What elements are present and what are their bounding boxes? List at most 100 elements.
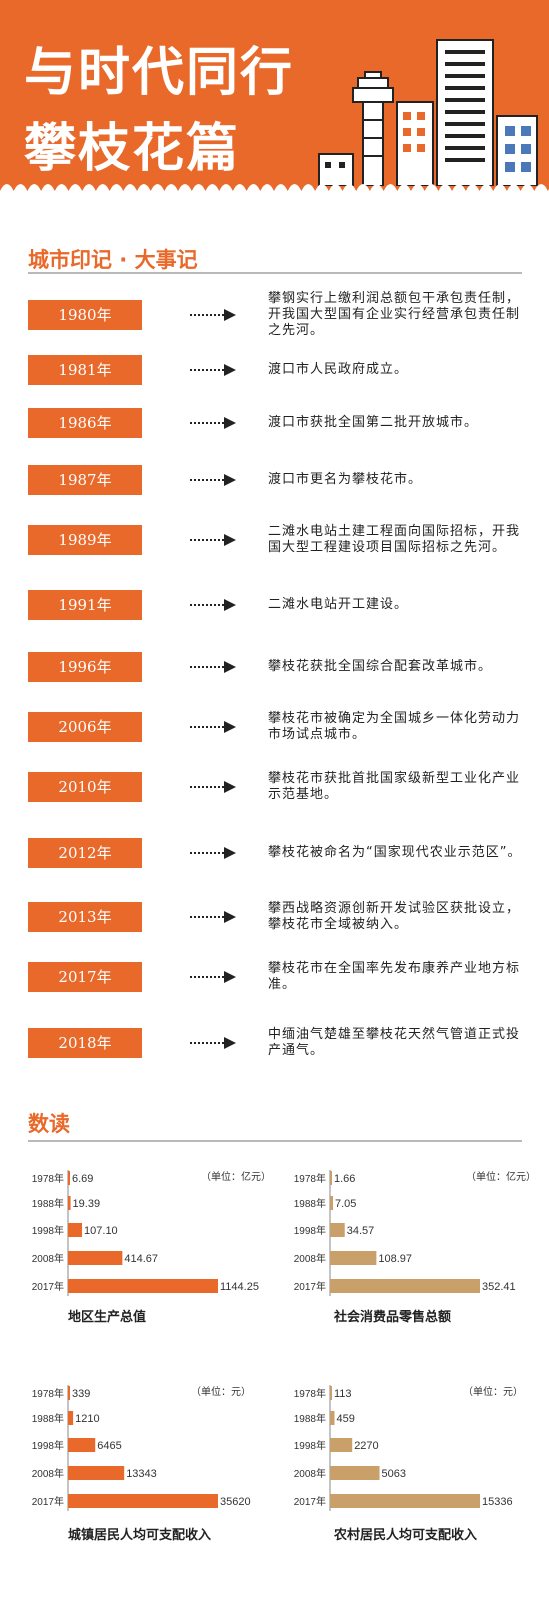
timeline-event-text: 二滩水电站土建工程面向国际招标，开我国大型工程建设项目国际招标之先河。 [268,524,521,555]
bar [68,1223,83,1237]
value-label: 2270 [354,1440,378,1452]
timeline-event-text: 渡口市获批全国第二批开放城市。 [268,415,479,430]
dotted-arrow-icon [190,721,236,733]
data-section-title: 数读 [28,1112,70,1136]
timeline-section-title: 城市印记 · 大事记 [28,248,198,272]
timeline-event-text: 攀钢实行上缴利润总额包干承包责任制，开我国大型国有企业实行经营承包责任制之先河。 [268,291,521,338]
data-divider [28,1140,522,1142]
timeline-event-text: 攀枝花市被确定为全国城乡一体化劳动力市场试点城市。 [268,711,521,742]
timeline-event-text: 攀枝花被命名为“国家现代农业示范区”。 [268,845,522,860]
bar [68,1466,125,1480]
category-label: 1988年 [32,1412,64,1425]
timeline-divider [28,272,522,274]
bar [330,1251,377,1265]
bar [330,1438,353,1452]
value-label: 1.66 [334,1173,355,1185]
category-label: 1988年 [294,1197,326,1210]
timeline-event-text: 攀枝花获批全国综合配套改革城市。 [268,659,493,674]
dotted-arrow-icon [190,971,236,983]
value-label: 113 [334,1388,352,1400]
timeline-year: 1987年 [28,465,142,495]
timeline-year: 1980年 [28,300,142,330]
dotted-arrow-icon [190,474,236,486]
category-label: 2017年 [294,1495,326,1508]
timeline-year: 2010年 [28,772,142,802]
timeline-year: 1986年 [28,408,142,438]
bar [68,1251,123,1265]
timeline-year: 2012年 [28,838,142,868]
header-banner: 与时代同行 攀枝花篇 [0,0,549,205]
timeline-year: 1996年 [28,652,142,682]
bar [330,1494,480,1508]
category-label: 1988年 [32,1197,64,1210]
value-label: 19.39 [73,1198,101,1210]
dotted-arrow-icon [190,911,236,923]
dotted-arrow-icon [190,364,236,376]
dotted-arrow-icon [190,661,236,673]
timeline-event-text: 中缅油气楚雄至攀枝花天然气管道正式投产通气。 [268,1027,521,1058]
timeline-year: 1991年 [28,590,142,620]
chart-unit: （单位：元） [463,1387,523,1398]
category-label: 1978年 [32,1387,64,1400]
timeline-year: 2018年 [28,1028,142,1058]
bar [68,1411,74,1425]
category-label: 1998年 [294,1439,326,1452]
chart-unit: （单位：亿元） [466,1172,536,1183]
wave-divider [0,184,549,205]
value-label: 1210 [75,1413,99,1425]
category-label: 1988年 [294,1412,326,1425]
bar [68,1494,218,1508]
bar [330,1223,345,1237]
value-label: 352.41 [482,1281,516,1293]
value-label: 5063 [382,1468,406,1480]
timeline-event-text: 攀枝花市获批首批国家级新型工业化产业示范基地。 [268,771,521,802]
chart-caption: 城镇居民人均可支配收入 [68,1528,212,1543]
dotted-arrow-icon [190,1037,236,1049]
bar [330,1386,332,1400]
bar [68,1279,218,1293]
chart-caption: 地区生产总值 [68,1310,147,1325]
dotted-arrow-icon [190,847,236,859]
category-label: 2008年 [294,1467,326,1480]
category-label: 2008年 [32,1467,64,1480]
bar [330,1171,332,1185]
dotted-arrow-icon [190,534,236,546]
value-label: 6.69 [72,1173,93,1185]
category-label: 1998年 [32,1439,64,1452]
bar [330,1411,335,1425]
timeline-year: 1989年 [28,525,142,555]
category-label: 2008年 [32,1252,64,1265]
timeline-event-text: 渡口市人民政府成立。 [268,362,409,377]
chart-unit: （单位：亿元） [201,1172,271,1183]
bar [330,1196,334,1210]
value-label: 339 [72,1388,90,1400]
category-label: 2008年 [294,1252,326,1265]
page-title-line1: 与时代同行 [24,43,295,103]
bar [68,1386,70,1400]
chart-unit: （单位：元） [191,1387,251,1398]
dotted-arrow-icon [190,417,236,429]
value-label: 34.57 [347,1225,375,1237]
bar [330,1466,380,1480]
value-label: 1144.25 [220,1281,259,1293]
city-skyline-icon [318,39,538,186]
dotted-arrow-icon [190,781,236,793]
category-label: 1978年 [294,1387,326,1400]
bar [68,1171,70,1185]
chart-caption: 农村居民人均可支配收入 [334,1528,478,1543]
timeline-event-text: 二滩水电站开工建设。 [268,597,409,612]
timeline-event-text: 攀枝花市在全国率先发布康养产业地方标准。 [268,961,521,992]
category-label: 1978年 [294,1172,326,1185]
timeline-event-text: 渡口市更名为攀枝花市。 [268,472,423,487]
dotted-arrow-icon [190,599,236,611]
value-label: 6465 [97,1440,121,1452]
timeline-event-text: 攀西战略资源创新开发试验区获批设立，攀枝花市全域被纳入。 [268,901,521,932]
category-label: 1978年 [32,1172,64,1185]
